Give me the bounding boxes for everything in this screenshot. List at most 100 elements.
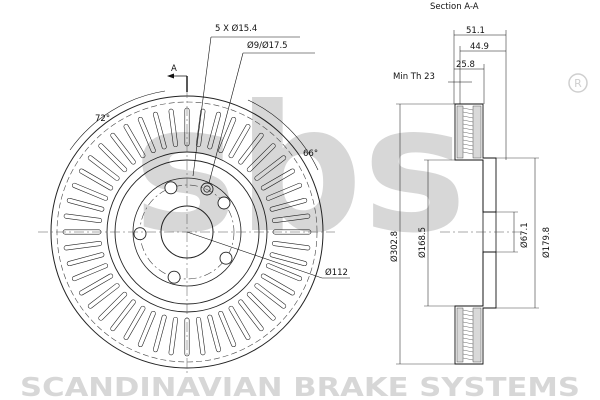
section-fin (462, 147, 474, 151)
vent-slot-outline (168, 316, 178, 356)
vent-slot-outline (265, 263, 303, 282)
top-inner-cheek (456, 105, 464, 159)
section-fin (462, 341, 474, 345)
hole-angle-label: 66° (303, 149, 318, 159)
vent-slot-outline (254, 283, 287, 309)
vent-slot-outline (269, 197, 308, 212)
vent-slot (269, 252, 308, 267)
cooling-vents (62, 107, 312, 357)
friction-inner-diameter-label: Ø168.5 (417, 227, 428, 258)
vent-slot-outline (152, 314, 167, 353)
top-outer-cheek (472, 105, 482, 159)
vent-slot (260, 273, 295, 296)
section-fin (462, 131, 474, 135)
vent-slot-outline (66, 197, 105, 212)
vent-slot-outline (63, 213, 103, 223)
section-title: Section A-A (430, 2, 479, 12)
vent-slot-outline (246, 291, 276, 321)
center-bore-label: Ø67.1 (519, 222, 530, 248)
pilot-hole (200, 182, 214, 196)
vent-slot (238, 299, 264, 332)
bolt-hole (133, 227, 147, 241)
vent-slot (271, 241, 311, 251)
section-marker-label: A (171, 64, 177, 74)
vent-slot (265, 263, 303, 282)
vent-slot-outline (228, 305, 251, 340)
vent-slot-outline (87, 155, 120, 181)
section-fin (462, 357, 474, 361)
vent-slot-outline (269, 252, 308, 267)
bolt-holes (133, 181, 233, 284)
bolt-hole-leader (192, 36, 212, 177)
pilot-hole-leader (208, 52, 244, 184)
vent-slot-outline (79, 273, 114, 296)
section-fin (462, 329, 474, 333)
vent-slot (196, 108, 206, 148)
vent-slot (207, 111, 222, 150)
vent-slot (196, 316, 206, 356)
vent-slot-outline (196, 316, 206, 356)
vent-slot-outline (260, 168, 295, 191)
vent-slot (66, 252, 105, 267)
vent-slot (260, 168, 295, 191)
vent-slot (246, 291, 276, 321)
registered-mark: R (568, 73, 588, 93)
section-fin (462, 135, 474, 139)
vent-slot (228, 124, 251, 159)
vent-slot (152, 314, 167, 353)
vent-slot (71, 263, 109, 282)
vent-slot-outline (79, 168, 114, 191)
vent-slot (269, 197, 308, 212)
bolt-hole (219, 251, 233, 265)
vent-slot (137, 116, 156, 154)
vent-slot (218, 310, 237, 348)
vent-slot-outline (137, 116, 156, 154)
vent-slot-outline (271, 213, 311, 223)
vent-slot (265, 182, 303, 201)
section-fin (462, 143, 474, 147)
bolt-holes-label: 5 X Ø15.4 (215, 23, 257, 34)
vent-slot (63, 213, 103, 223)
section-fin (462, 337, 474, 341)
vent-slot (123, 305, 146, 340)
vent-slot (271, 213, 311, 223)
section-fin (462, 321, 474, 325)
bolt-hole (167, 270, 181, 284)
section-fin (462, 333, 474, 337)
vent-slot-outline (66, 252, 105, 267)
pilot-holes-label: Ø9/Ø17.5 (247, 40, 288, 51)
disc-front-view: A 5 X Ø15.4 Ø9/Ø17.5 72° 66° Ø112 (38, 23, 350, 375)
min-thickness-label: Min Th 23 (393, 72, 435, 82)
section-fin (462, 325, 474, 329)
vent-slot-outline (265, 182, 303, 201)
vent-slot-outline (123, 124, 146, 159)
section-fin (462, 107, 474, 111)
section-fin (462, 139, 474, 143)
vent-slot (79, 168, 114, 191)
vent-slot (79, 273, 114, 296)
section-fin (462, 123, 474, 127)
section-fin (462, 317, 474, 321)
vent-slot-outline (196, 108, 206, 148)
vent-slot-outline (87, 283, 120, 309)
vent-slot-outline (71, 182, 109, 201)
section-fin (462, 309, 474, 313)
vent-slot (207, 314, 222, 353)
vent-slot (168, 108, 178, 148)
vent-slot (63, 241, 103, 251)
hole-angle-arc (247, 99, 319, 171)
section-fin (462, 353, 474, 357)
overall-height-label: 51.1 (466, 26, 485, 36)
vent-angle-label: 72° (95, 114, 110, 124)
bolt-hole (164, 181, 178, 195)
section-fin (462, 151, 474, 155)
vent-slot-outline (98, 143, 128, 173)
vent-slot-outline (218, 310, 237, 348)
vent-slot (238, 132, 264, 165)
vent-slot-outline (254, 155, 287, 181)
vent-slot (137, 310, 156, 348)
brand-watermark-tagline: SCANDINAVIAN BRAKE SYSTEMS (20, 373, 580, 400)
vent-slot (87, 283, 120, 309)
vent-slot-outline (137, 310, 156, 348)
